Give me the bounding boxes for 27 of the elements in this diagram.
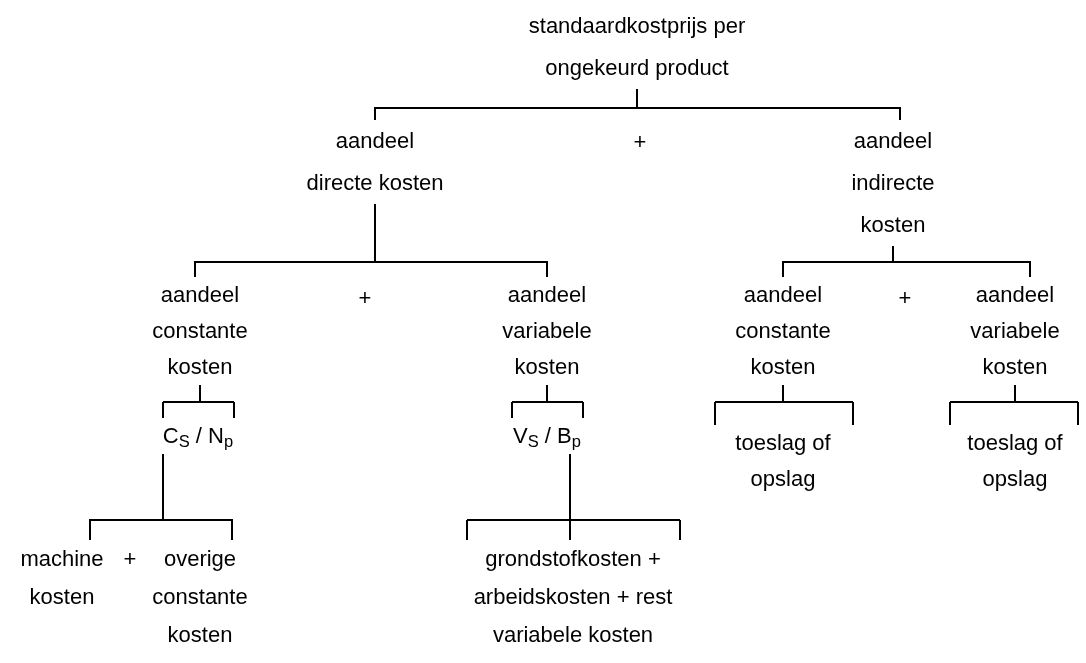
plus-sign: + bbox=[897, 284, 913, 312]
connector-line bbox=[511, 384, 584, 419]
node-text: aandeel variabele kosten bbox=[969, 281, 1061, 381]
connector-line bbox=[374, 203, 548, 278]
node-text: aandeel variabele kosten bbox=[501, 281, 593, 381]
node-text: standaardkostprijs per ongekeurd product bbox=[527, 12, 747, 82]
node-text: aandeel constante kosten bbox=[151, 281, 249, 381]
connector-line bbox=[162, 453, 233, 541]
plus-sign: + bbox=[632, 128, 648, 156]
node-text: aandeel directe kosten bbox=[305, 127, 445, 197]
connector-line bbox=[714, 384, 854, 426]
connector-line bbox=[892, 245, 1031, 278]
connector-line bbox=[466, 453, 681, 541]
node-text: toeslag of opslag bbox=[734, 429, 832, 493]
node-text: V$_{S}$ / B$_{p}$ bbox=[512, 422, 582, 453]
node-text: machine kosten bbox=[19, 545, 105, 611]
connector-line bbox=[949, 384, 1079, 426]
node-text: overige constante kosten bbox=[151, 545, 249, 649]
node-text: grondstofkosten + arbeidskosten + rest variabele kosten bbox=[472, 545, 674, 649]
node-text: aandeel indirecte kosten bbox=[850, 127, 936, 239]
connector-line bbox=[636, 88, 901, 121]
node-text: aandeel constante kosten bbox=[734, 281, 832, 381]
plus-sign: + bbox=[357, 284, 373, 312]
node-text: toeslag of opslag bbox=[966, 429, 1064, 493]
node-text: C$_{S}$ / N$_{p}$ bbox=[161, 422, 235, 453]
plus-sign: + bbox=[122, 545, 138, 573]
connector-line bbox=[162, 384, 235, 419]
